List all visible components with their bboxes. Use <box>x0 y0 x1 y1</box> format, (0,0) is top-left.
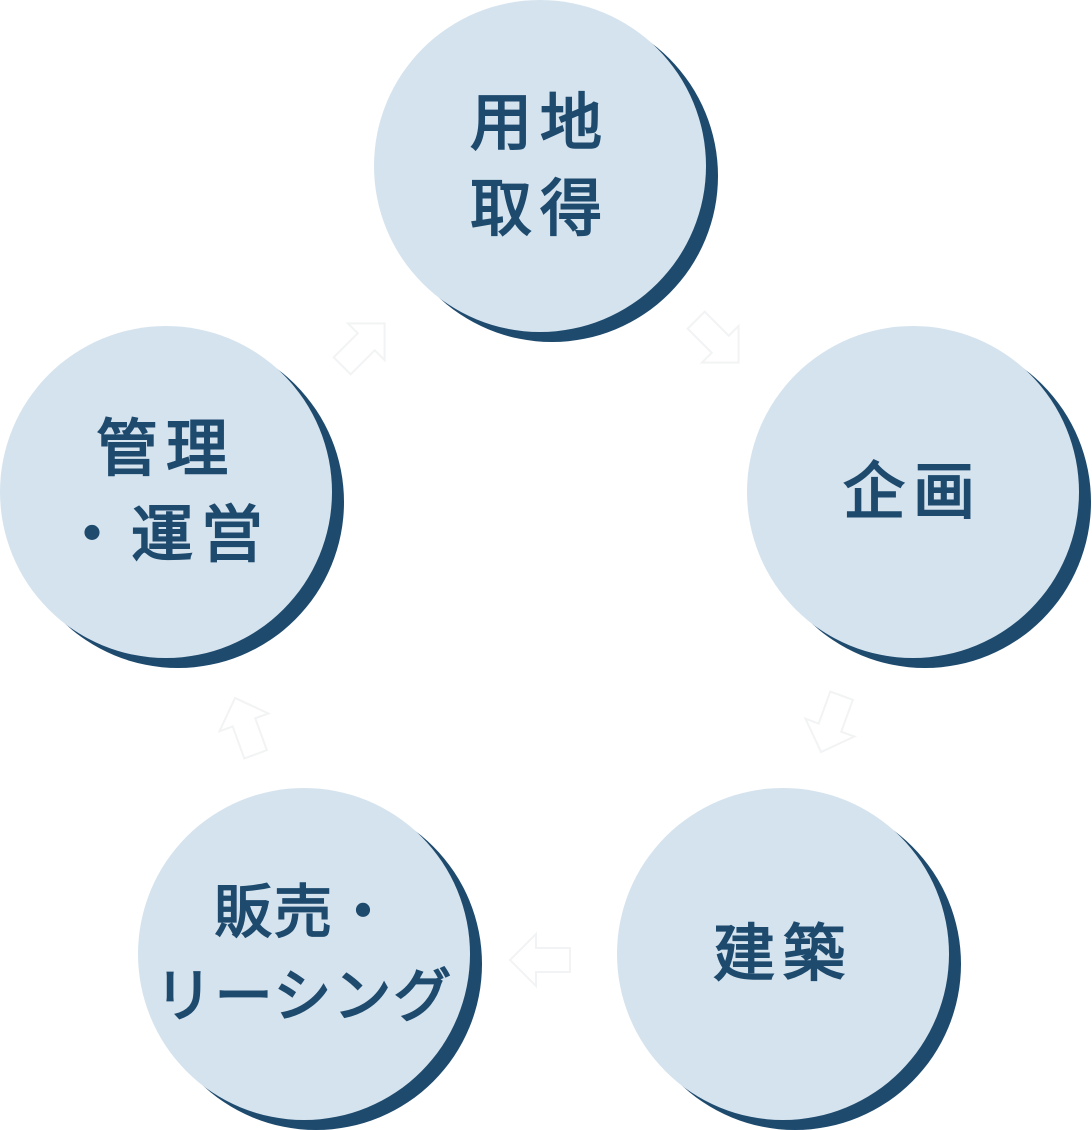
step-circle: 建築 <box>617 788 949 1120</box>
step-label-line: ・運営 <box>60 498 271 571</box>
step-label-line: 販売・ <box>213 878 394 946</box>
step-land-acquisition: 用地 取得 <box>374 0 718 342</box>
block-arrow-icon <box>792 682 872 762</box>
step-planning: 企画 <box>747 326 1091 668</box>
step-label-line: 企画 <box>842 455 983 528</box>
block-arrow-icon <box>502 920 582 1000</box>
step-label-line: 取得 <box>469 172 610 245</box>
block-arrow-icon <box>676 300 756 380</box>
step-circle: 用地 取得 <box>374 0 706 332</box>
step-label-line: リーシング <box>154 962 454 1030</box>
step-sales-leasing: 販売・ リーシング <box>138 788 482 1130</box>
block-arrow-icon <box>206 688 286 768</box>
step-label-line: 用地 <box>469 86 610 159</box>
step-management-operation: 管理 ・運営 <box>0 326 344 668</box>
step-construction: 建築 <box>617 788 961 1130</box>
step-circle: 販売・ リーシング <box>138 788 470 1120</box>
step-label-line: 管理 <box>95 412 236 485</box>
step-label-line: 建築 <box>712 917 853 990</box>
step-circle: 企画 <box>747 326 1079 658</box>
block-arrow-icon <box>322 306 402 386</box>
step-circle: 管理 ・運営 <box>0 326 332 658</box>
